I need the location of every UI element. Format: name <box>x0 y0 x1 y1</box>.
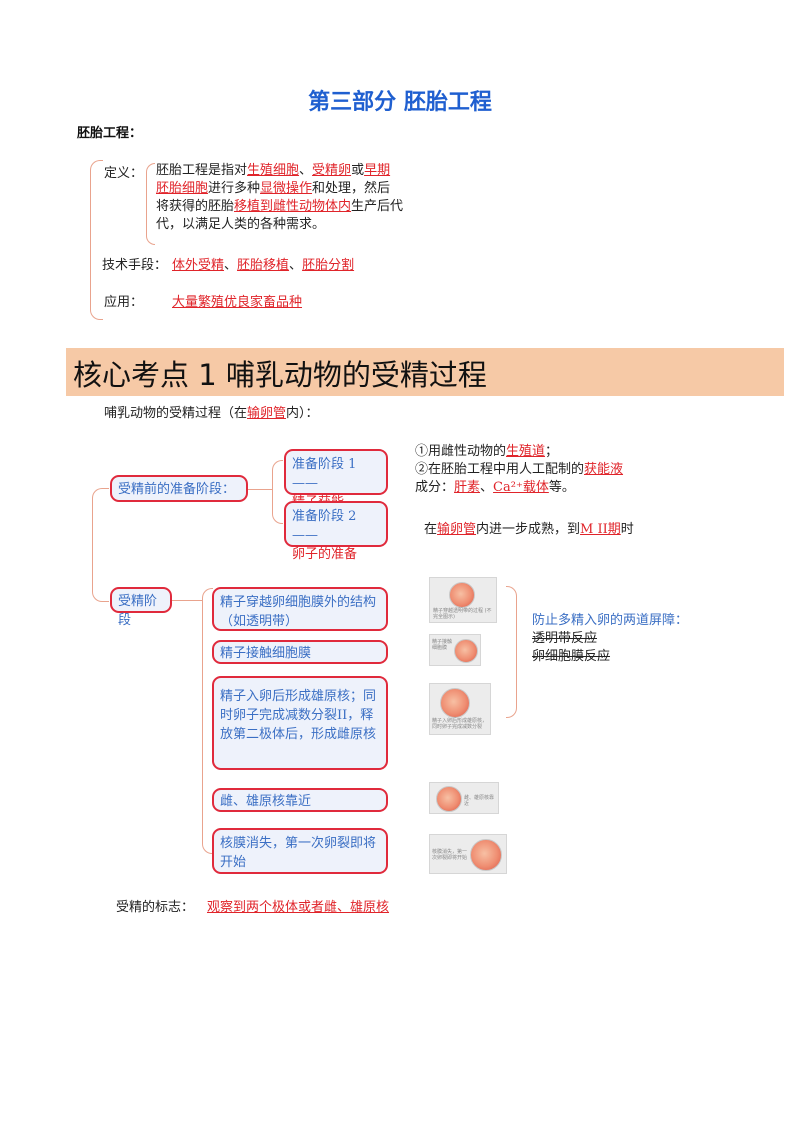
definition-text: 胚胎工程是指对生殖细胞、受精卵或早期胚胎细胞进行多种显微操作和处理，然后将获得的… <box>156 162 426 234</box>
sign-label: 受精的标志： <box>116 900 195 915</box>
technique-item[interactable]: 胚胎移植 <box>237 258 290 273</box>
fert-step-1[interactable]: 精子穿越卵细胞膜外的结构（如透明带） <box>212 587 388 631</box>
definition-term[interactable]: 生殖细胞 <box>247 163 300 178</box>
technique-label: 技术手段： <box>102 258 168 273</box>
definition-bracket <box>146 163 155 245</box>
section-label: 胚胎工程： <box>77 126 143 141</box>
sign-value[interactable]: 观察到两个极体或者雌、雄原核 <box>207 900 390 915</box>
micrograph-image-4: 雌、雄原核靠近 <box>429 782 499 814</box>
definition-term[interactable]: 受精卵 <box>312 163 352 178</box>
micrograph-image-2: 精子接触细胞膜 <box>429 634 481 666</box>
page-title: 第三部分 胚胎工程 <box>308 90 492 115</box>
micrograph-image-3: 精子入卵后形成雄原核，同时卵子完成减数分裂 <box>429 683 491 735</box>
fert-step-3[interactable]: 精子入卵后形成雄原核；同时卵子完成减数分裂II，释放第二极体后，形成雌原核 <box>212 676 388 770</box>
barrier-item: 透明带反应 <box>532 631 598 646</box>
definition-term[interactable]: 移植到雌性动物体内 <box>234 199 352 214</box>
prep-stage1-box[interactable]: 准备阶段 1—— 精子获能 <box>284 449 388 510</box>
prep-bracket <box>272 460 283 524</box>
fert-connector <box>172 600 202 601</box>
section-banner <box>66 348 784 396</box>
technique-items: 体外受精、胚胎移植、胚胎分割 <box>172 258 355 273</box>
micrograph-image-5: 核膜消失，第一次卵裂即将开始 <box>429 834 507 874</box>
definition-label: 定义： <box>104 166 144 181</box>
fert-stage-box[interactable]: 受精阶段 <box>110 587 172 628</box>
prep-stage2-box[interactable]: 准备阶段 2—— 卵子的准备 <box>284 501 388 562</box>
fert-step-5[interactable]: 核膜消失，第一次卵裂即将开始 <box>212 828 388 874</box>
prep-note-1: ①用雌性动物的生殖道； ②在胚胎工程中用人工配制的获能液 成分：肝素、Ca²⁺载… <box>415 444 624 495</box>
definition-line: 胚胎细胞进行多种显微操作和处理，然后 <box>156 181 391 196</box>
prep-note-2: 在输卵管内进一步成熟，到M II期时 <box>424 522 634 537</box>
barrier-note: 防止多精入卵的两道屏障： 透明带反应 卵细胞膜反应 <box>532 612 688 666</box>
barrier-item: 卵细胞膜反应 <box>532 649 611 664</box>
application-value[interactable]: 大量繁殖优良家畜品种 <box>172 295 303 310</box>
fert-step-2[interactable]: 精子接触细胞膜 <box>212 640 388 664</box>
definition-term[interactable]: 胚胎细胞 <box>156 181 209 196</box>
definition-line: 将获得的胚胎移植到雌性动物体内生产后代 <box>156 199 404 214</box>
definition-line: 胚胎工程是指对生殖细胞、受精卵或早期 <box>156 163 391 178</box>
technique-item[interactable]: 胚胎分割 <box>302 258 355 273</box>
barrier-title: 防止多精入卵的两道屏障： <box>532 613 689 628</box>
tree-main-bracket <box>92 488 109 602</box>
definition-line: 代，以满足人类的各种需求。 <box>156 217 326 232</box>
fert-step-4[interactable]: 雌、雄原核靠近 <box>212 788 388 812</box>
technique-item[interactable]: 体外受精 <box>172 258 225 273</box>
banner-title: 核心考点 1 哺乳动物的受精过程 <box>73 358 487 392</box>
intro-text: 哺乳动物的受精过程（在输卵管内）： <box>104 406 319 421</box>
intro-link[interactable]: 输卵管 <box>247 406 287 421</box>
barrier-bracket <box>506 586 517 718</box>
definition-term[interactable]: 早期 <box>364 163 391 178</box>
prep-stage-box[interactable]: 受精前的准备阶段： <box>110 475 248 502</box>
definition-term[interactable]: 显微操作 <box>260 181 313 196</box>
micrograph-image-1: 精子穿越透明带的过程 (不完全图示) <box>429 577 497 623</box>
prep-connector <box>248 489 272 490</box>
outline-bracket <box>90 160 103 320</box>
application-label: 应用： <box>104 295 144 310</box>
